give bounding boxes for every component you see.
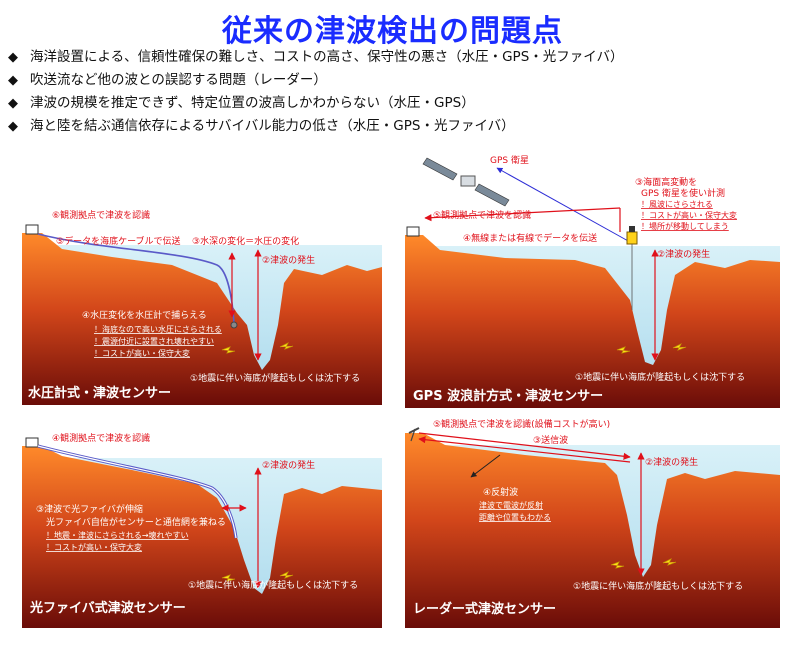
tsunami-origin-label: ②津波の発生: [262, 254, 315, 266]
problem-item: ◆ 海と陸を結ぶ通信依存によるサバイバル能力の低さ（水圧・GPS・光ファイバ）: [8, 115, 624, 138]
radar-antenna-icon: [408, 427, 420, 442]
tsunami-origin-label: ②津波の発生: [645, 456, 698, 468]
station-label: ⑤観測拠点で津波を認識(設備コストが高い): [433, 418, 610, 430]
wireless-label: ④無線または有線でデータを伝送: [463, 232, 597, 244]
panel-title: 水圧計式・津波センサー: [28, 385, 171, 401]
issue-text: ！コストが高い・保守大変: [641, 210, 737, 220]
page-title: 従来の津波検出の問題点: [222, 14, 563, 49]
problem-text: 吹送流など他の波との誤認する問題（レーダー）: [30, 72, 327, 88]
lightning-icon: [221, 574, 236, 582]
reflect-detail: 津波で電波が反射: [479, 500, 543, 510]
pressure-gauge-icon: [230, 321, 238, 329]
depth-label: ③水深の変化＝水圧の変化: [192, 235, 299, 247]
measure-label: ③海面高変動を: [635, 176, 697, 188]
reflect-wave-arrow: [418, 436, 631, 463]
problem-text: 海洋設置による、信頼性確保の難しさ、コストの高さ、保守性の悪さ（水圧・GPS・光…: [30, 49, 624, 65]
measure-label: GPS 衛星を使い計測: [641, 187, 725, 199]
issue-text: ！海底なので高い水圧にさらされる: [94, 324, 222, 334]
problem-text: 津波の規模を推定できず、特定位置の波高しかわからない（水圧・GPS）: [30, 95, 475, 111]
pressure-sensor-panel: ⑥観測拠点で津波を認識 ⑤データを海底ケーブルで伝送 ③水深の変化＝水圧の変化 …: [22, 209, 382, 405]
fiber-sensor-panel: ④観測拠点で津波を認識 ②津波の発生 ③津波で光ファイバが伸縮 光ファイバ自信が…: [22, 432, 382, 628]
earthquake-label: ①地震に伴い海底が隆起もしくは沈下する: [190, 372, 360, 384]
station-label: ⑤観測拠点で津波を認識: [433, 209, 531, 221]
optical-fiber-core: [37, 445, 237, 539]
lightning-icon: [610, 561, 625, 569]
gps-sensor-panel: GPS 衛星 ③海面高変動を GPS 衛星を使い計測 ！風波にさらされる ！コス…: [405, 154, 780, 408]
lightning-icon: [279, 342, 294, 350]
measure-label: 光ファイバ自信がセンサーと通信網を兼ねる: [46, 516, 226, 528]
station-label: ⑥観測拠点で津波を認識: [52, 209, 150, 221]
panel-title: GPS 波浪計方式・津波センサー: [413, 388, 603, 404]
problem-text: 海と陸を結ぶ通信依存によるサバイバル能力の低さ（水圧・GPS・光ファイバ）: [30, 118, 515, 134]
issue-text: ！震源付近に設置され壊れやすい: [94, 336, 214, 346]
earthquake-label: ①地震に伴い海底が隆起もしくは沈下する: [573, 580, 743, 592]
measure-label: ③津波で光ファイバが伸縮: [36, 503, 143, 515]
tsunami-origin-label: ②津波の発生: [262, 459, 315, 471]
lightning-icon: [221, 346, 236, 354]
problem-item: ◆ 吹送流など他の波との誤認する問題（レーダー）: [8, 69, 624, 92]
diamond-bullet-icon: ◆: [8, 73, 18, 88]
issue-text: ！コストが高い・保守大変: [94, 348, 190, 358]
issue-text: ！地震・津波にさらされる→壊れやすい: [46, 530, 189, 540]
transmit-label: ③送信波: [533, 434, 568, 446]
seabed-land: [405, 235, 780, 408]
diamond-bullet-icon: ◆: [8, 119, 18, 134]
problem-list: ◆ 海洋設置による、信頼性確保の難しさ、コストの高さ、保守性の悪さ（水圧・GPS・…: [8, 46, 624, 138]
problem-item: ◆ 海洋設置による、信頼性確保の難しさ、コストの高さ、保守性の悪さ（水圧・GPS・…: [8, 46, 624, 69]
seabed-land: [22, 233, 382, 405]
gps-signal-arrow: [496, 167, 631, 243]
measure-label: ④水圧変化を水圧計で捕らえる: [82, 309, 207, 321]
lightning-icon: [672, 343, 687, 351]
earthquake-label: ①地震に伴い海底が隆起もしくは沈下する: [575, 371, 745, 383]
satellite-label: GPS 衛星: [490, 154, 529, 166]
lightning-icon: [662, 558, 677, 566]
building-icon: [25, 437, 39, 448]
issue-text: ！場所が移動してしまう: [641, 221, 729, 231]
buoy-icon: [626, 226, 638, 245]
seabed-land: [405, 433, 780, 628]
reflect-pointer-arrow: [470, 454, 501, 478]
cable-label: ⑤データを海底ケーブルで伝送: [56, 235, 181, 247]
reflect-label: ④反射波: [483, 486, 518, 498]
building-icon: [406, 226, 420, 237]
issue-text: ！コストが高い・保守大変: [46, 542, 142, 552]
issue-text: ！風波にさらされる: [641, 199, 713, 209]
lightning-icon: [279, 571, 294, 579]
tsunami-origin-label: ②津波の発生: [657, 248, 710, 260]
problem-item: ◆ 津波の規模を推定できず、特定位置の波高しかわからない（水圧・GPS）: [8, 92, 624, 115]
diamond-bullet-icon: ◆: [8, 96, 18, 111]
building-icon: [25, 224, 39, 235]
seabed-land: [22, 446, 382, 628]
earthquake-label: ①地震に伴い海底が隆起もしくは沈下する: [188, 579, 358, 591]
panel-title: 光ファイバ式津波センサー: [29, 600, 186, 616]
station-label: ④観測拠点で津波を認識: [52, 432, 150, 444]
data-transmit-arrow: [424, 207, 621, 222]
diamond-bullet-icon: ◆: [8, 50, 18, 65]
satellite-icon: [422, 157, 510, 207]
transmit-wave-arrow: [418, 432, 631, 460]
panel-title: レーダー式津波センサー: [413, 601, 556, 617]
reflect-detail: 距離や位置もわかる: [479, 512, 551, 522]
lightning-icon: [616, 346, 631, 354]
radar-sensor-panel: ⑤観測拠点で津波を認識(設備コストが高い) ③送信波 ②津波の発生 ④反射波 津…: [405, 418, 780, 628]
